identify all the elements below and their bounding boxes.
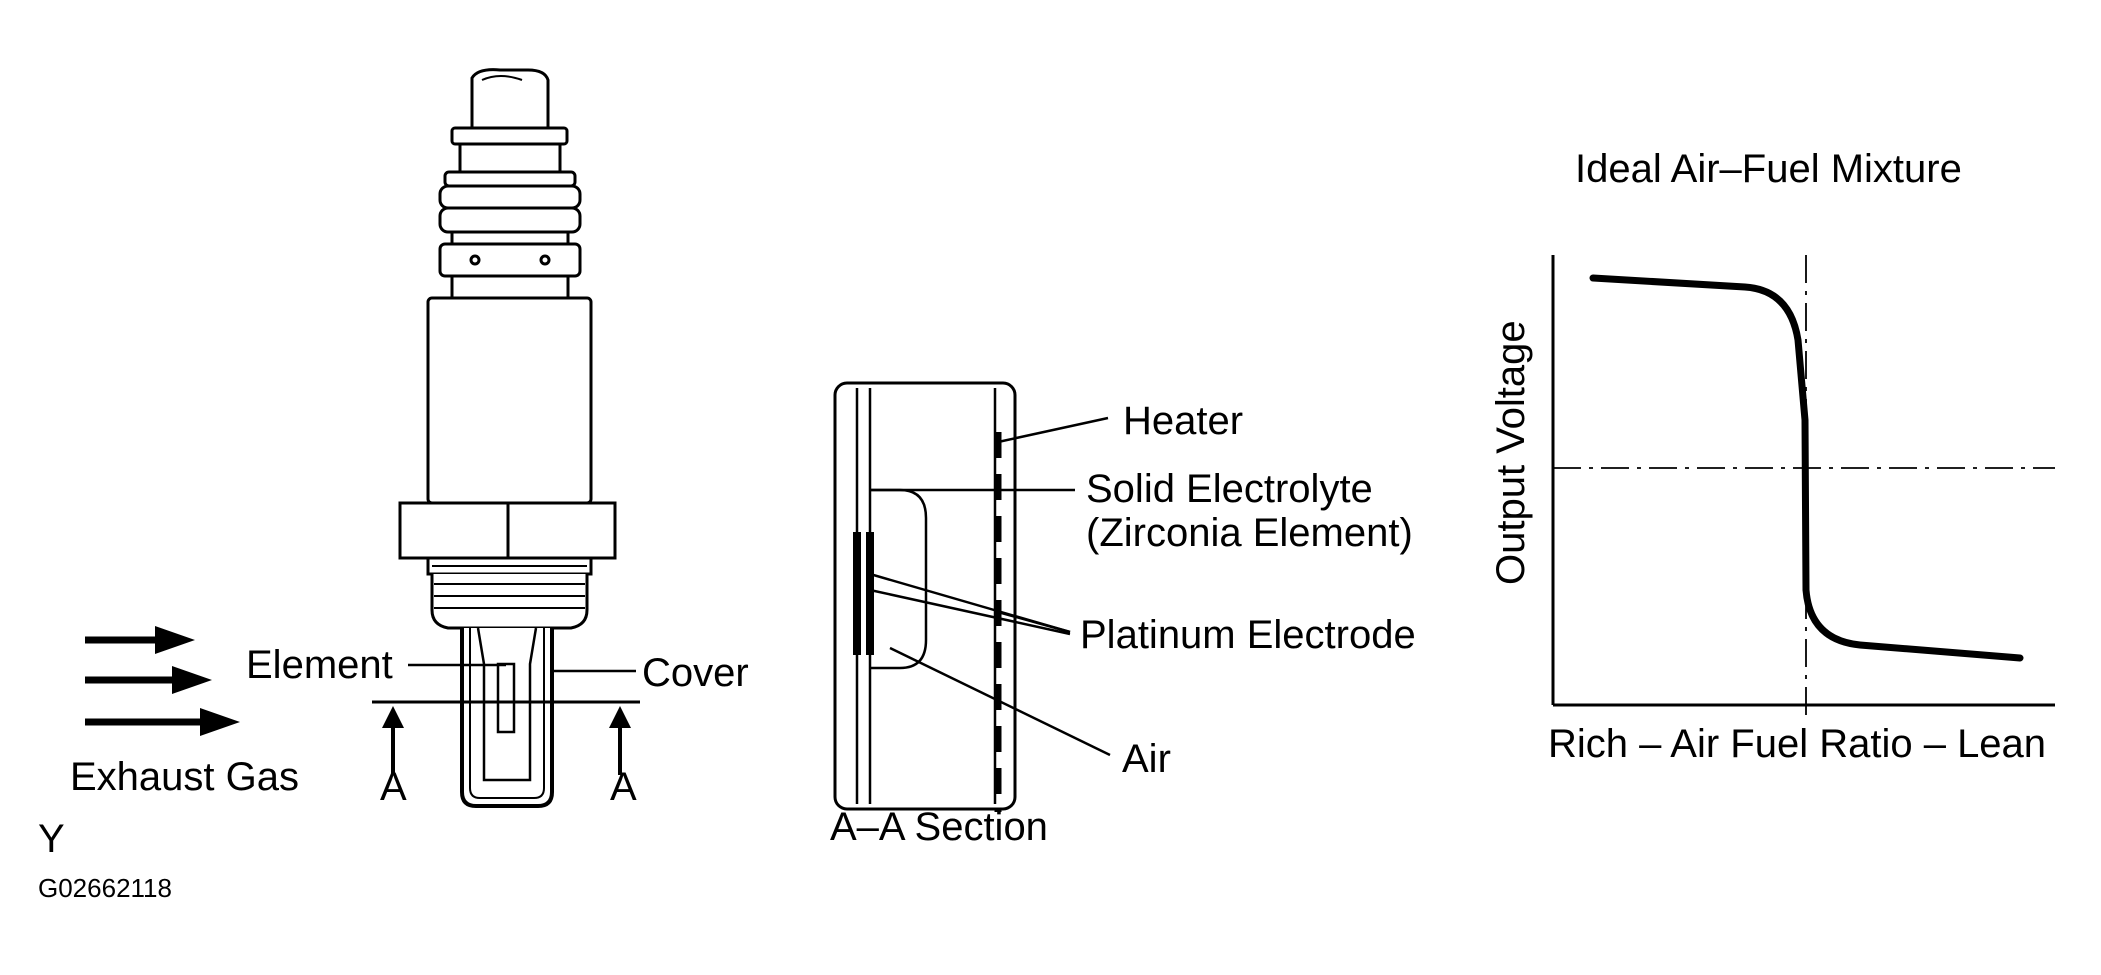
section-mark-left: A bbox=[380, 765, 407, 809]
oxygen-sensor-illustration bbox=[398, 68, 617, 808]
sensor-leader-lines bbox=[408, 663, 636, 673]
label-air: Air bbox=[1122, 737, 1171, 781]
figure-code: G02662118 bbox=[38, 873, 172, 903]
label-zirconia-element: (Zirconia Element) bbox=[1086, 511, 1413, 555]
graph-xlabel: Rich – Air Fuel Ratio – Lean bbox=[1548, 722, 2046, 766]
section-title: A–A Section bbox=[830, 805, 1048, 849]
label-cover: Cover bbox=[642, 651, 749, 695]
graph-ylabel: Output Voltage bbox=[1489, 320, 1533, 585]
cross-section-view bbox=[833, 381, 1017, 812]
output-voltage-curve bbox=[1589, 274, 2024, 662]
label-heater: Heater bbox=[1123, 399, 1243, 443]
label-element: Element bbox=[246, 643, 393, 687]
label-exhaust-gas: Exhaust Gas bbox=[70, 755, 299, 799]
label-solid-electrolyte: Solid Electrolyte bbox=[1086, 467, 1373, 511]
exhaust-gas-arrows bbox=[85, 626, 240, 736]
section-leader-lines bbox=[869, 416, 1111, 757]
graph-axes bbox=[1551, 255, 2055, 707]
section-mark-right: A bbox=[610, 765, 637, 809]
section-line-a-a bbox=[372, 700, 640, 775]
view-letter: Y bbox=[38, 817, 65, 861]
graph-title: Ideal Air–Fuel Mixture bbox=[1575, 147, 1962, 191]
label-platinum-electrode: Platinum Electrode bbox=[1080, 613, 1416, 657]
